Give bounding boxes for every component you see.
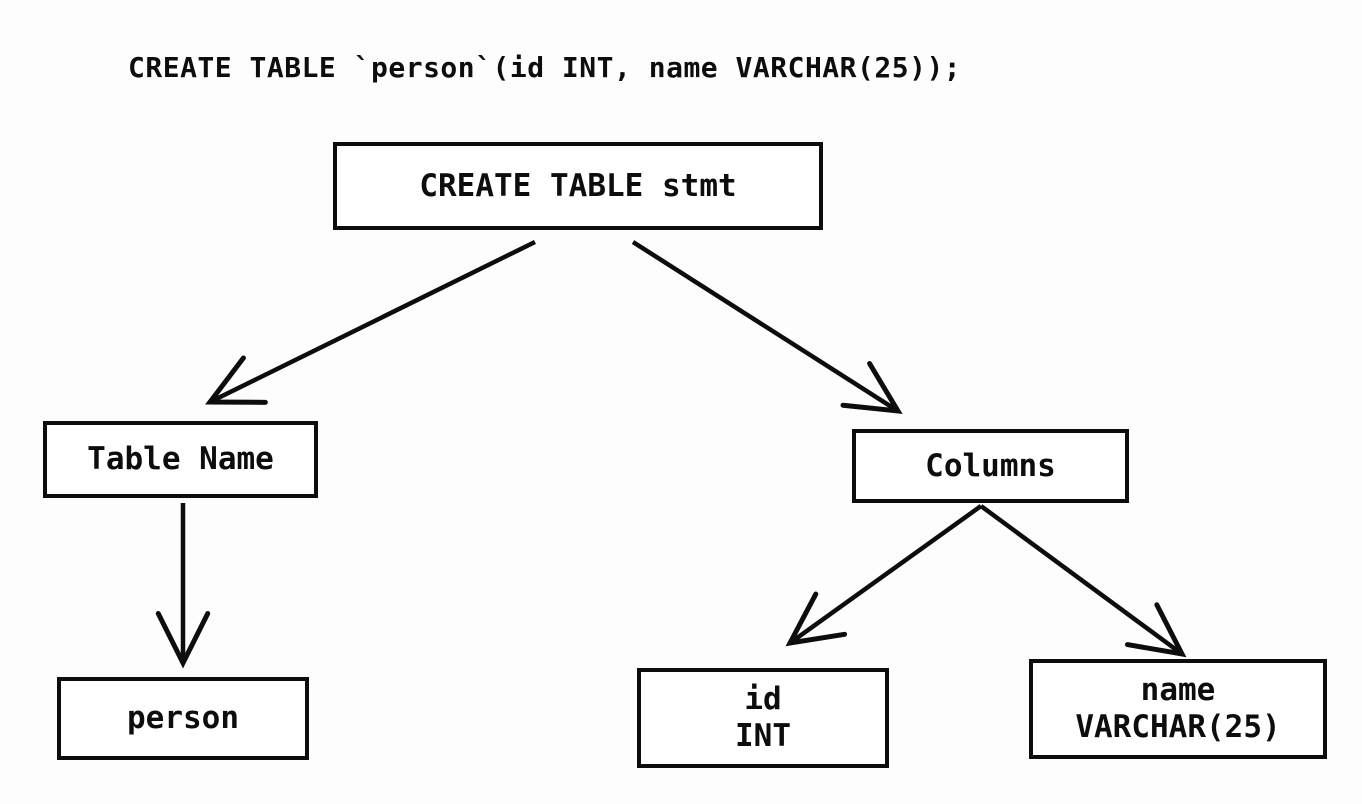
node-table-name: Table Name — [43, 421, 318, 498]
node-person: person — [57, 677, 309, 760]
node-column-id: id INT — [637, 668, 889, 768]
node-label-column-type: VARCHAR(25) — [1075, 709, 1281, 745]
node-label: person — [127, 700, 239, 736]
edge-stmt-to-table-name-arrow — [205, 239, 536, 405]
node-label: Table Name — [87, 441, 274, 477]
sql-statement-text: CREATE TABLE `person`(id INT, name VARCH… — [128, 51, 962, 84]
node-create-table-stmt: CREATE TABLE stmt — [333, 142, 823, 230]
node-columns: Columns — [852, 429, 1129, 503]
edge-columns-to-id-arrow — [785, 504, 983, 647]
edge-stmt-to-columns-arrow — [631, 240, 903, 414]
node-label-column-type: INT — [735, 718, 791, 754]
node-label: CREATE TABLE stmt — [419, 167, 737, 204]
node-column-name: name VARCHAR(25) — [1029, 659, 1327, 759]
node-label-column-name: name — [1140, 672, 1216, 708]
node-label-column-name: id — [744, 681, 782, 717]
node-label: Columns — [925, 447, 1056, 484]
edge-columns-to-name-arrow — [979, 504, 1187, 658]
